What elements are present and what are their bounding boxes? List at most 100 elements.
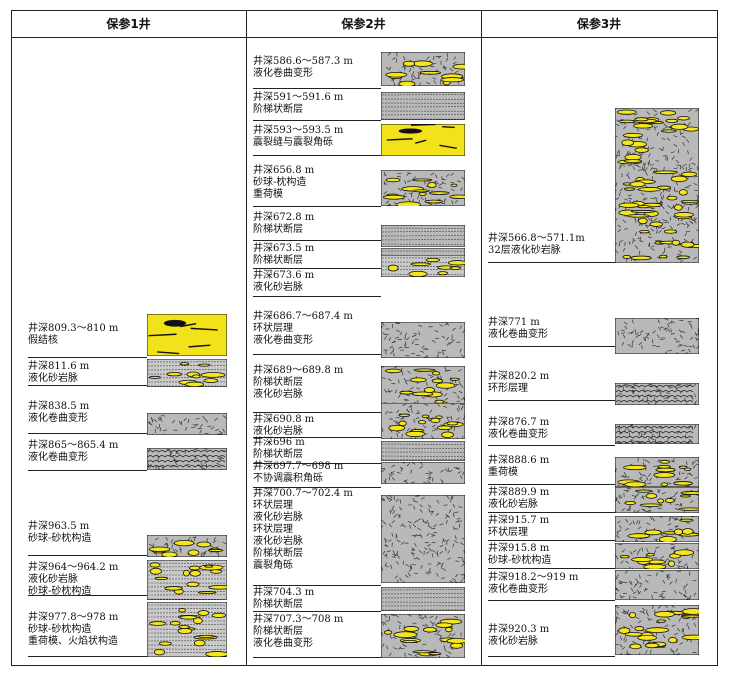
sample-leader-line	[28, 595, 147, 596]
sample-label-line: 液化卷曲变形	[28, 452, 88, 463]
sample-label-line: 井深704.3 m	[253, 587, 315, 598]
column-divider-2	[481, 10, 482, 665]
sample-label-line: 32层液化砂岩脉	[488, 245, 561, 256]
core-sample-image	[381, 587, 465, 611]
sample-label-line: 井深591～591.6 m	[253, 92, 344, 103]
sample-leader-line	[488, 540, 615, 541]
sample-leader-line	[253, 155, 381, 156]
core-sample-image	[381, 462, 465, 484]
sample-leader-line	[253, 657, 381, 658]
sample-label-line: 阶梯状断层	[253, 224, 303, 235]
core-sample-image	[147, 413, 227, 435]
core-sample-image	[381, 495, 465, 583]
sample-label-line: 井深656.8 m	[253, 165, 315, 176]
header-divider	[11, 37, 718, 38]
sample-label-line: 环状层理	[488, 527, 528, 538]
core-sample-image	[381, 124, 465, 156]
sample-label-line: 井深689～689.8 m	[253, 365, 344, 376]
core-sample-image	[147, 314, 227, 356]
column-header-well-2: 保参2井	[341, 17, 386, 31]
core-sample-image	[615, 424, 699, 444]
sample-label-line: 阶梯状断层	[253, 449, 303, 460]
sample-leader-line	[253, 611, 381, 612]
sample-label-line: 砂球-砂枕构造	[28, 533, 92, 544]
sample-label-line: 井深920.3 m	[488, 624, 550, 635]
sample-label-line: 井深838.5 m	[28, 401, 90, 412]
sample-leader-line	[253, 268, 381, 269]
bottom-border	[11, 665, 718, 666]
sample-label-line: 砂球-枕构造	[253, 177, 307, 188]
sample-label-line: 井深811.6 m	[28, 361, 90, 372]
sample-leader-line	[253, 487, 381, 488]
sample-leader-line	[253, 412, 381, 413]
sample-label-line: 井深593～593.5 m	[253, 125, 344, 136]
core-sample-image	[381, 170, 465, 206]
core-sample-image	[615, 108, 699, 263]
core-sample-image	[381, 403, 465, 439]
sample-label-line: 井深809.3～810 m	[28, 323, 119, 334]
core-sample-image	[615, 487, 699, 513]
sample-label-line: 环状层理	[253, 524, 293, 535]
sample-leader-line	[488, 512, 615, 513]
core-sample-image	[381, 322, 465, 358]
sample-label-line: 阶梯状断层	[253, 255, 303, 266]
core-sample-image	[381, 225, 465, 247]
sample-leader-line	[488, 346, 615, 347]
sample-label-line: 液化砂岩脉	[253, 389, 303, 400]
core-sample-image	[147, 535, 227, 557]
sample-label-line: 井深820.2 m	[488, 371, 550, 382]
core-sample-image	[615, 383, 699, 405]
sample-leader-line	[253, 206, 381, 207]
sample-label-line: 井深915.7 m	[488, 515, 550, 526]
sample-label-line: 环状层理	[253, 500, 293, 511]
sample-label-line: 阶梯状断层	[253, 599, 303, 610]
border-right	[717, 10, 718, 665]
core-sample-image	[381, 441, 465, 461]
sample-label-line: 液化卷曲变形	[253, 68, 313, 79]
sample-label-line: 井深686.7～687.4 m	[253, 311, 353, 322]
core-sample-image	[615, 570, 699, 600]
sample-label-line: 井深771 m	[488, 317, 540, 328]
sample-leader-line	[253, 240, 381, 241]
sample-leader-line	[488, 484, 615, 485]
sample-label-line: 砂球-砂枕构造	[488, 555, 552, 566]
sample-label-line: 液化砂岩脉	[253, 282, 303, 293]
sample-label-line: 液化卷曲变形	[253, 638, 313, 649]
sample-label-line: 震裂缝与震裂角砾	[253, 137, 333, 148]
sample-label-line: 井深696 m	[253, 437, 305, 448]
sample-label-line: 液化砂岩脉	[28, 373, 78, 384]
sample-leader-line	[253, 585, 381, 586]
core-sample-image	[147, 448, 227, 470]
sample-label-line: 重荷模、火焰状构造	[28, 636, 118, 647]
sample-label-line: 液化砂岩脉	[488, 636, 538, 647]
sample-label-line: 井深673.5 m	[253, 243, 315, 254]
sample-label-line: 砂球-砂枕构造	[28, 586, 92, 597]
sample-label-line: 液化卷曲变形	[488, 584, 548, 595]
core-sample-image	[381, 614, 465, 658]
sample-label-line: 液化卷曲变形	[253, 335, 313, 346]
sample-leader-line	[253, 120, 381, 121]
sample-label-line: 井深700.7～702.4 m	[253, 488, 353, 499]
sample-label-line: 井深697.7～698 m	[253, 461, 344, 472]
sample-label-line: 液化砂岩脉	[488, 499, 538, 510]
sample-leader-line	[488, 568, 615, 569]
column-header-well-3: 保参3井	[576, 17, 622, 31]
sample-label-line: 井深915.8 m	[488, 543, 550, 554]
sample-leader-line	[253, 437, 381, 438]
sample-leader-line	[488, 445, 615, 446]
sample-label-line: 井深876.7 m	[488, 417, 550, 428]
sample-label-line: 井深888.6 m	[488, 455, 550, 466]
